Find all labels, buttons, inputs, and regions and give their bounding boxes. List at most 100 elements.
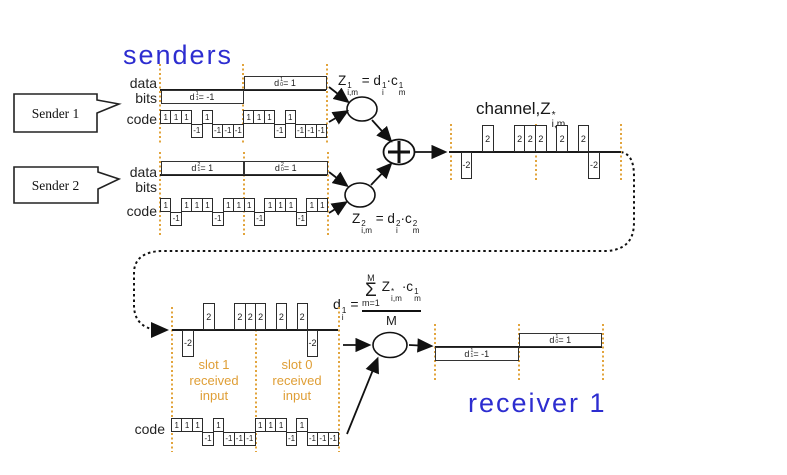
slot-boundary-guide (518, 324, 520, 382)
summation-symbol: M Σ m=1 (362, 274, 380, 308)
code-chip: 1 (180, 110, 193, 124)
code-chip: 1 (263, 110, 276, 124)
channel-bar: 2 (275, 303, 288, 330)
code-chip: 1 (160, 198, 172, 212)
code-chip: 1 (201, 110, 213, 124)
s2-data-label: data (129, 164, 157, 180)
code-chip: -1 (232, 123, 244, 138)
sum-upper-limit: M (367, 273, 375, 283)
demodulator-ellipse (372, 331, 408, 359)
s2-bits-label: bits (135, 179, 157, 195)
channel-bar: 2 (296, 303, 308, 330)
code-chip: -1 (274, 123, 286, 138)
s2-code-label: code (126, 203, 157, 219)
channel-to-receiver-dotted-path (133, 151, 635, 338)
channel-label: channel,Z*i,m (476, 99, 565, 129)
code-chip: 1 (275, 418, 287, 432)
slot-boundary-guide (254, 307, 257, 452)
code-chip: -1 (244, 431, 256, 446)
s2-bits-arrow (328, 171, 349, 188)
slot-1-received-label: slot 1 received input (189, 357, 239, 403)
channel-bar: 2 (577, 125, 590, 152)
channel-bar: -2 (588, 151, 600, 179)
code-chip: -1 (315, 123, 327, 138)
sender-1-label: Sender 1 (31, 106, 80, 121)
s1-code-arrow (328, 110, 350, 125)
s1-data-label: data (129, 75, 157, 91)
receiver-1-title: receiver 1 (468, 388, 607, 418)
slot-boundary-guide (602, 324, 604, 382)
code-chip: 1 (296, 418, 308, 432)
sender-2-bubble (13, 166, 122, 204)
mult2-to-adder-arrow (370, 162, 393, 186)
slot-boundary-guide (338, 307, 340, 452)
slot-boundary-guide (159, 152, 161, 235)
code-chip: 1 (284, 110, 296, 124)
channel-bar: 2 (535, 125, 547, 152)
s2-code-arrow (328, 201, 349, 216)
s1-bits-arrow (328, 86, 350, 104)
channel-bar: -2 (182, 329, 194, 357)
slot-boundary-guide (171, 307, 173, 452)
code-to-demod-arrow (346, 356, 379, 435)
senders-title: senders (123, 40, 234, 70)
slot-boundary-guide (535, 124, 537, 182)
slot-boundary-guide (450, 124, 452, 182)
code-chip: -1 (170, 211, 182, 226)
code-chip: 1 (212, 418, 225, 432)
arrows (328, 86, 448, 435)
s1-code-label: code (126, 111, 157, 127)
slot-boundary-guide (325, 64, 328, 143)
channel-bar: 2 (255, 303, 267, 330)
code-chip: -1 (327, 431, 340, 446)
code-chip: 1 (316, 198, 329, 212)
fraction-bar (362, 310, 421, 312)
slot-boundary-guide (326, 152, 329, 235)
slot-boundary-guide (243, 152, 245, 235)
plus-icon (388, 141, 410, 163)
mult1-to-adder-arrow (371, 119, 393, 143)
code-chip: -1 (295, 211, 308, 226)
sender-1-bubble (13, 93, 122, 133)
channel-bar: 2 (556, 125, 568, 152)
slot-boundary-guide (620, 124, 622, 182)
code-chip: 1 (285, 198, 297, 212)
s1-bits-label: bits (135, 90, 157, 106)
multiplier-2-ellipse (344, 182, 376, 208)
fraction-denominator: M (385, 312, 397, 328)
code-chip: 1 (201, 198, 214, 212)
code-chip: -1 (285, 431, 298, 446)
multiplier-1-ellipse (346, 96, 378, 122)
channel-bar: 2 (481, 125, 494, 152)
receiver-code-label: code (134, 421, 165, 437)
sum-lower-limit: m=1 (362, 298, 380, 309)
code-chip: -1 (202, 431, 214, 446)
slot-0-received-label: slot 0 received input (272, 357, 322, 403)
sigma-icon: Σ (365, 280, 377, 301)
code-chip: -1 (191, 123, 203, 138)
channel-bar: 2 (203, 303, 215, 330)
code-chip: 1 (191, 418, 204, 432)
demod-to-output-arrow (408, 338, 434, 353)
sender-2-label: Sender 2 (31, 178, 80, 193)
slot-boundary-guide (242, 64, 244, 143)
code-chip: -1 (253, 211, 266, 226)
code-chip: -1 (212, 211, 224, 226)
channel-bar: -2 (306, 329, 319, 357)
code-chip: 1 (243, 198, 255, 212)
channel-bar: -2 (460, 151, 473, 179)
